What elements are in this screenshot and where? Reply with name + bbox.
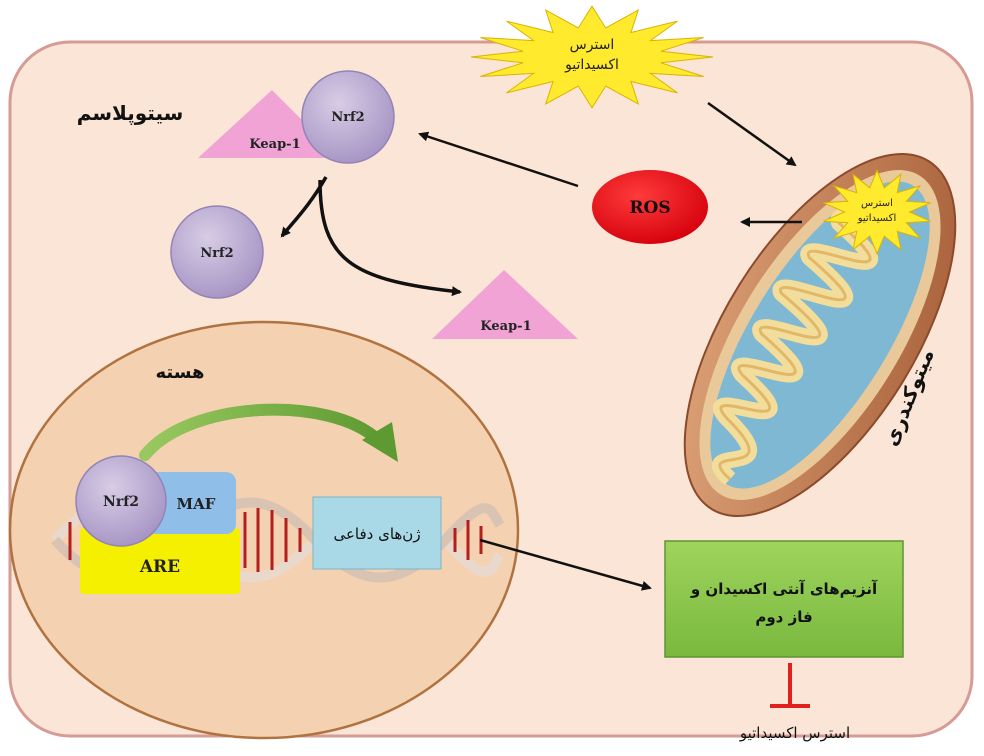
cytoplasm-label: سیتوپلاسم [77, 101, 184, 126]
arrow-stress-to-mito [707, 101, 797, 167]
arrow-complex-to-keap1 [318, 179, 462, 297]
transcription-arrow-head [362, 422, 398, 462]
oxidative-stress-mito-line1: استرس [861, 198, 893, 209]
defense-genes-box [312, 496, 442, 570]
keap1-complex-triangle [198, 90, 340, 158]
ros-ellipse [592, 170, 708, 244]
oxidative-stress-top-line2: اکسیداتیو [564, 57, 619, 73]
nrf2-complex-label: Nrf2 [331, 110, 364, 125]
mitochondrion [683, 153, 957, 517]
arrow-ros-to-complex [418, 131, 579, 188]
oxidative-stress-bottom-label: استرس اکسیداتیو [739, 724, 850, 742]
nrf2-bound-label: Nrf2 [103, 494, 139, 510]
enzymes-label-line2: فاز دوم [755, 608, 812, 626]
transcription-curved-arrow [139, 403, 384, 461]
nucleus-label: هسته [155, 362, 204, 383]
arrow-genes-to-enzymes [479, 538, 652, 591]
oxidative-stress-star-top [471, 5, 713, 109]
keap1-complex-label: Keap-1 [249, 137, 300, 152]
maf-label: MAF [177, 495, 216, 513]
defense-genes-label: ژن‌های دفاعی [333, 525, 420, 543]
keap1-free-label: Keap-1 [480, 319, 531, 334]
ros-label: ROS [629, 198, 670, 218]
oxidative-stress-top-line1: استرس [570, 37, 615, 53]
enzymes-box [664, 540, 904, 658]
nrf2-free-label: Nrf2 [200, 246, 233, 261]
nrf2-free-circle [170, 205, 264, 299]
are-label: ARE [139, 557, 180, 577]
oxidative-stress-star-mito [823, 168, 931, 256]
nrf2-complex-circle [301, 70, 395, 164]
keap1-free-triangle [432, 270, 578, 339]
oxidative-stress-mito-line2: اکسیداتیو [857, 213, 896, 224]
nrf2-bound-circle [75, 455, 167, 547]
enzymes-label-line1: آنزیم‌های آنتی اکسیدان و [690, 580, 878, 598]
